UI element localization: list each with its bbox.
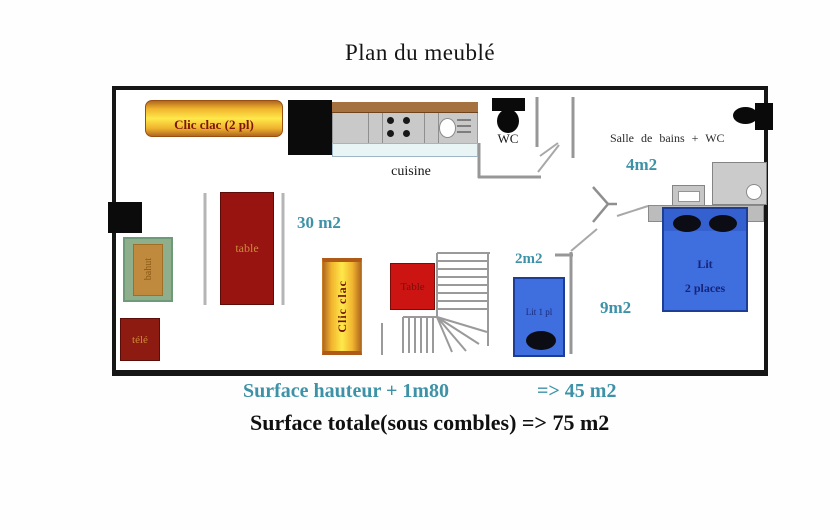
drainer-line xyxy=(457,131,471,133)
bathroom-toilet-icon-tank xyxy=(755,103,773,130)
sideboard-inner: bahut xyxy=(133,243,163,296)
room-label-bathroom: Salle de bains + WC xyxy=(610,131,725,145)
room-label-kitchen: cuisine xyxy=(391,164,431,179)
sideboard-label: bahut xyxy=(142,258,154,281)
counter-front-edge xyxy=(332,143,478,157)
stove-burner-icon xyxy=(403,117,410,124)
door-swings xyxy=(537,142,649,252)
pillow-icon xyxy=(709,215,737,232)
small-table: Table xyxy=(390,263,435,310)
area-label-living: 30 m2 xyxy=(297,213,341,232)
drainer-line xyxy=(457,125,471,127)
small-table-label: Table xyxy=(400,280,425,293)
dining-table: table xyxy=(220,192,274,305)
bench-lines xyxy=(203,193,285,305)
walls-and-stairs-layer xyxy=(203,97,649,355)
stove-burner-icon xyxy=(387,130,394,137)
washbasin-basin xyxy=(678,191,700,202)
drainer-line xyxy=(457,119,471,121)
tv-label: télé xyxy=(132,333,148,346)
single-bed: Lit 1 pl xyxy=(513,277,565,357)
sink-icon xyxy=(439,118,456,138)
bifold-door-icon xyxy=(592,186,617,223)
bathroom-toilet-icon-bowl xyxy=(733,107,758,124)
pillow-icon xyxy=(673,215,701,232)
counter-divider xyxy=(382,113,383,143)
counter-divider xyxy=(438,113,439,143)
stove-burner-icon xyxy=(403,130,410,137)
shower-tray xyxy=(712,162,767,205)
double-bed: Lit 2 places xyxy=(662,207,748,312)
toilet-icon-bowl xyxy=(497,109,519,133)
double-bed-label-2: 2 places xyxy=(684,281,726,295)
single-bed-label: Lit 1 pl xyxy=(525,307,553,317)
surface-total-note: Surface totale(sous combles) => 75 m2 xyxy=(250,410,610,435)
counter-divider xyxy=(368,113,369,143)
tv-unit: télé xyxy=(120,318,160,361)
dining-table-label: table xyxy=(235,241,259,255)
sofa-bed-horizontal: Clic clac (2 pl) xyxy=(145,100,283,137)
double-bed-label: Lit xyxy=(697,257,713,271)
kitchen-fridge-block xyxy=(288,100,332,155)
wc-room-walls xyxy=(477,97,541,179)
kitchen-counter xyxy=(332,102,478,157)
shower-drain-icon xyxy=(746,184,762,200)
staircase xyxy=(381,252,490,355)
sofa-bed-vertical: Clic clac xyxy=(322,258,362,355)
page-title: Plan du meublé xyxy=(344,40,496,65)
sofa-bed-vertical-label: Clic clac xyxy=(334,280,349,333)
sideboard: bahut xyxy=(123,237,173,302)
pillow-icon xyxy=(526,331,556,350)
counter-body xyxy=(332,113,478,143)
sofa-bed-horizontal-label: Clic clac (2 pl) xyxy=(174,117,254,132)
counter-backsplash xyxy=(332,102,478,113)
toilet-icon xyxy=(492,98,525,111)
floor-plan: Clic clac (2 pl) Clic clac table Table b… xyxy=(108,86,773,376)
left-wall-opening-icon xyxy=(108,202,142,233)
surface-height-note: Surface hauteur + 1m80 xyxy=(243,380,450,402)
area-label-closet: 2m2 xyxy=(515,251,543,267)
floor-plan-inner: Clic clac (2 pl) Clic clac table Table b… xyxy=(108,90,773,370)
counter-divider xyxy=(424,113,425,143)
room-label-wc: WC xyxy=(497,131,519,146)
partition-walls xyxy=(555,97,575,354)
surface-height-value: => 45 m2 xyxy=(537,380,617,402)
area-label-bathroom: 4m2 xyxy=(626,155,658,174)
washbasin-icon xyxy=(672,185,705,207)
area-label-bedroom: 9m2 xyxy=(600,298,632,317)
stove-burner-icon xyxy=(387,117,394,124)
